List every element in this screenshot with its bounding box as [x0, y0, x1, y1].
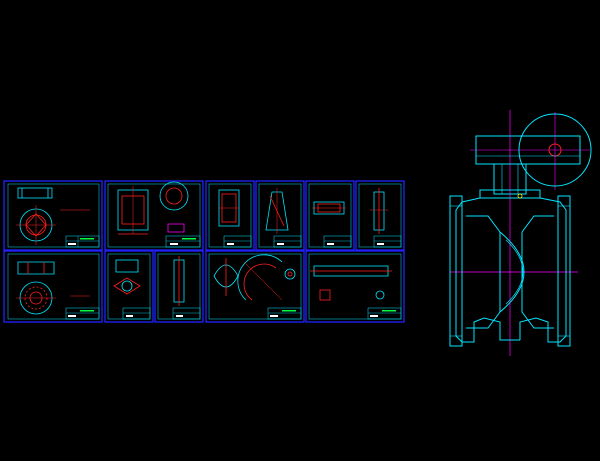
sheet-3-title-block	[223, 235, 252, 248]
valve-ball-inner	[505, 239, 524, 305]
sheet-10-border	[205, 250, 305, 323]
sheet-7[interactable]	[3, 250, 103, 323]
flange-bolts	[450, 205, 570, 337]
left-port-wall	[466, 215, 501, 329]
sheet-6-drawing	[370, 188, 388, 234]
sheet-7-drawing	[16, 261, 90, 315]
sheet-6[interactable]	[355, 180, 405, 251]
sheet-4-drawing	[265, 188, 289, 234]
sheet-4-border	[255, 180, 305, 251]
sheet-1-inner-border	[7, 183, 100, 248]
sheet-9-border	[154, 250, 204, 323]
sheet-4-title-block	[273, 235, 302, 248]
sheet-2-title-block	[165, 235, 201, 248]
sheet-5-border	[305, 180, 355, 251]
top-flange	[479, 189, 541, 199]
sheet-8[interactable]	[104, 250, 154, 323]
sheet-11-inner-border	[308, 253, 402, 320]
sheet-1[interactable]	[3, 180, 103, 251]
ball-valve-with-handwheel-section-icon[interactable]	[449, 110, 592, 356]
right-port-wall	[521, 215, 554, 329]
sheet-10-inner-border	[208, 253, 302, 320]
sheet-5[interactable]	[305, 180, 355, 251]
sheet-1-border	[3, 180, 103, 251]
sheet-1-drawing	[16, 187, 90, 245]
right-end-flange	[557, 195, 571, 347]
handwheel-rim	[518, 113, 592, 187]
sheet-2[interactable]	[104, 180, 204, 251]
sheet-3[interactable]	[205, 180, 255, 251]
sheet-2-drawing	[117, 181, 189, 235]
sheet-6-title-block	[373, 235, 402, 248]
sheet-10-drawing	[213, 254, 296, 301]
valve-ball-section	[499, 231, 525, 313]
sheet-2-border	[104, 180, 204, 251]
sheet-8-drawing	[113, 259, 141, 295]
sheet-6-border	[355, 180, 405, 251]
gearbox-housing	[475, 135, 581, 165]
valve-body-left	[455, 197, 520, 343]
sheet-8-border	[104, 250, 154, 323]
sheet-10-title-block	[267, 307, 302, 320]
sheet-5-title-block	[323, 235, 352, 248]
sheet-9-drawing	[173, 256, 185, 306]
sheet-2-inner-border	[107, 183, 201, 248]
stem-bracket	[493, 163, 527, 195]
stem-pin	[517, 193, 523, 199]
sheet-5-drawing	[312, 201, 346, 215]
sheet-8-title-block	[122, 307, 151, 320]
sheet-11-title-block	[367, 307, 402, 320]
sheet-7-inner-border	[7, 253, 100, 320]
sheet-10[interactable]	[205, 250, 305, 323]
sheet-9[interactable]	[154, 250, 204, 323]
left-end-flange	[449, 195, 463, 347]
sheet-7-title-block	[65, 307, 100, 320]
sheet-11-drawing	[310, 265, 392, 301]
sheet-11[interactable]	[305, 250, 405, 323]
sheet-4[interactable]	[255, 180, 305, 251]
sheet-11-border	[305, 250, 405, 323]
sheet-3-drawing	[218, 189, 240, 227]
sheet-7-border	[3, 250, 103, 323]
sheet-1-title-block	[65, 235, 100, 248]
sheet-9-title-block	[172, 307, 201, 320]
sheet-3-border	[205, 180, 255, 251]
